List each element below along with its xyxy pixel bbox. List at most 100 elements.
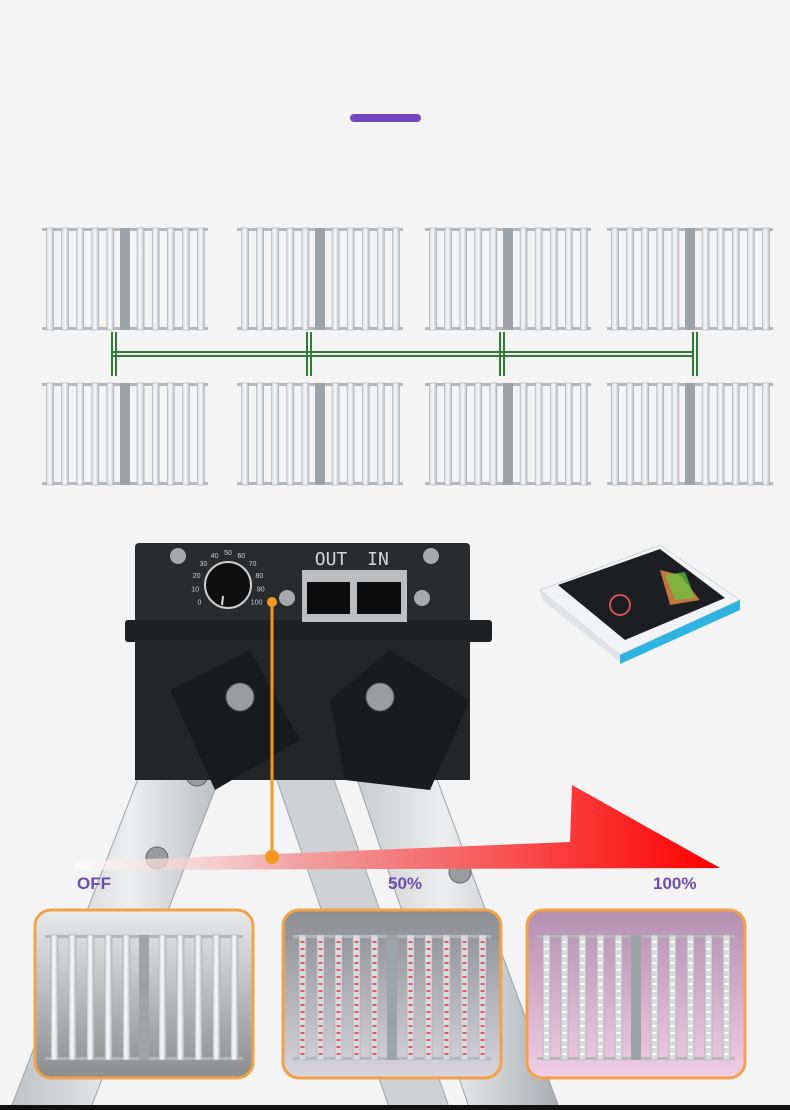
- light-bar: [459, 227, 468, 331]
- dial-tick-label: 90: [257, 586, 265, 593]
- light-bar: [256, 382, 264, 486]
- photo-2: [281, 908, 503, 1080]
- driver-housing: [685, 383, 695, 485]
- dial-tick-label: 40: [211, 553, 219, 560]
- light-bar: [136, 382, 145, 486]
- light-bar: [76, 227, 85, 331]
- light-bar: [747, 227, 755, 331]
- light-bar: [151, 227, 160, 331]
- port-in-label: IN: [367, 549, 389, 570]
- dial-tick-label: 60: [238, 553, 246, 560]
- dial-tick-label: 10: [191, 586, 199, 593]
- scale-label-50: 50%: [388, 874, 423, 893]
- photo-1: [33, 908, 255, 1080]
- light-bar: [68, 934, 77, 1061]
- light-bar: [182, 382, 190, 486]
- dial-tick-label: 100: [251, 600, 263, 607]
- light-bar: [346, 382, 355, 486]
- light-bar: [580, 382, 588, 486]
- light-bar: [158, 934, 167, 1061]
- light-bar: [106, 382, 115, 486]
- port-out-label: OUT: [315, 549, 348, 570]
- light-bar: [716, 227, 725, 331]
- light-bar: [429, 227, 437, 331]
- light-bar: [444, 227, 452, 331]
- light-bar: [86, 934, 95, 1061]
- light-bar: [91, 382, 100, 486]
- dial-tick-label: 80: [255, 573, 263, 580]
- led-fixture: [425, 227, 591, 331]
- light-bar: [46, 382, 54, 486]
- light-bar: [301, 382, 310, 486]
- light-bar: [534, 382, 543, 486]
- driver-housing: [503, 383, 513, 485]
- light-bar: [671, 382, 680, 486]
- led-fixture: [607, 227, 773, 331]
- light-bar: [361, 227, 370, 331]
- light-bar: [701, 227, 710, 331]
- light-bar: [104, 934, 113, 1061]
- driver-housing: [315, 383, 325, 485]
- led-fixture: [42, 382, 208, 486]
- light-bar: [166, 227, 175, 331]
- screw-icon: [423, 548, 439, 564]
- light-bar: [656, 382, 665, 486]
- light-bar: [230, 934, 239, 1061]
- dial-tick-label: 70: [249, 561, 257, 568]
- scale-label-off: OFF: [77, 874, 111, 893]
- light-bar: [256, 227, 264, 331]
- driver-housing: [685, 228, 695, 330]
- light-bar: [197, 227, 205, 331]
- driver-housing: [120, 228, 130, 330]
- accent-bar: [350, 114, 421, 122]
- light-bar: [731, 382, 740, 486]
- light-bar: [611, 382, 619, 486]
- led-fixture: [237, 382, 403, 486]
- light-bar: [182, 227, 190, 331]
- light-bar: [626, 227, 634, 331]
- light-bar: [122, 934, 131, 1061]
- light-bar: [459, 382, 468, 486]
- photo-3: [525, 908, 747, 1080]
- light-bar: [286, 382, 295, 486]
- port-in[interactable]: [357, 582, 401, 614]
- screw-icon: [414, 590, 430, 606]
- screw-icon: [170, 548, 186, 564]
- dimming-photos: [33, 908, 747, 1080]
- led-fixture: [237, 227, 403, 331]
- light-bar: [46, 227, 54, 331]
- light-bar: [377, 382, 385, 486]
- light-bar: [106, 227, 115, 331]
- light-bar: [549, 227, 558, 331]
- light-bar: [301, 227, 310, 331]
- light-bar: [489, 382, 498, 486]
- light-bar: [519, 227, 528, 331]
- light-bar: [489, 227, 498, 331]
- light-bar: [286, 227, 295, 331]
- dimmer-dial[interactable]: [204, 561, 252, 609]
- light-bar: [762, 382, 770, 486]
- light-bar: [331, 382, 340, 486]
- daisy-chain-connectors: [111, 332, 698, 376]
- light-bar: [392, 382, 400, 486]
- light-bar: [444, 382, 452, 486]
- led-fixture: [425, 382, 591, 486]
- screw-icon: [279, 590, 295, 606]
- scale-label-100: 100%: [653, 874, 697, 893]
- light-bar: [176, 934, 185, 1061]
- light-bar: [197, 382, 205, 486]
- light-bar: [61, 227, 69, 331]
- dial-pointer: [265, 597, 279, 864]
- light-bar: [91, 227, 100, 331]
- port-out[interactable]: [307, 582, 350, 614]
- light-bar: [611, 227, 619, 331]
- light-bar: [519, 382, 528, 486]
- light-bar: [641, 227, 650, 331]
- dial-tick-label: 20: [193, 573, 201, 580]
- light-bar: [212, 934, 221, 1061]
- light-bar: [549, 382, 558, 486]
- light-bar: [271, 382, 280, 486]
- light-bar: [474, 382, 483, 486]
- light-bar: [331, 227, 340, 331]
